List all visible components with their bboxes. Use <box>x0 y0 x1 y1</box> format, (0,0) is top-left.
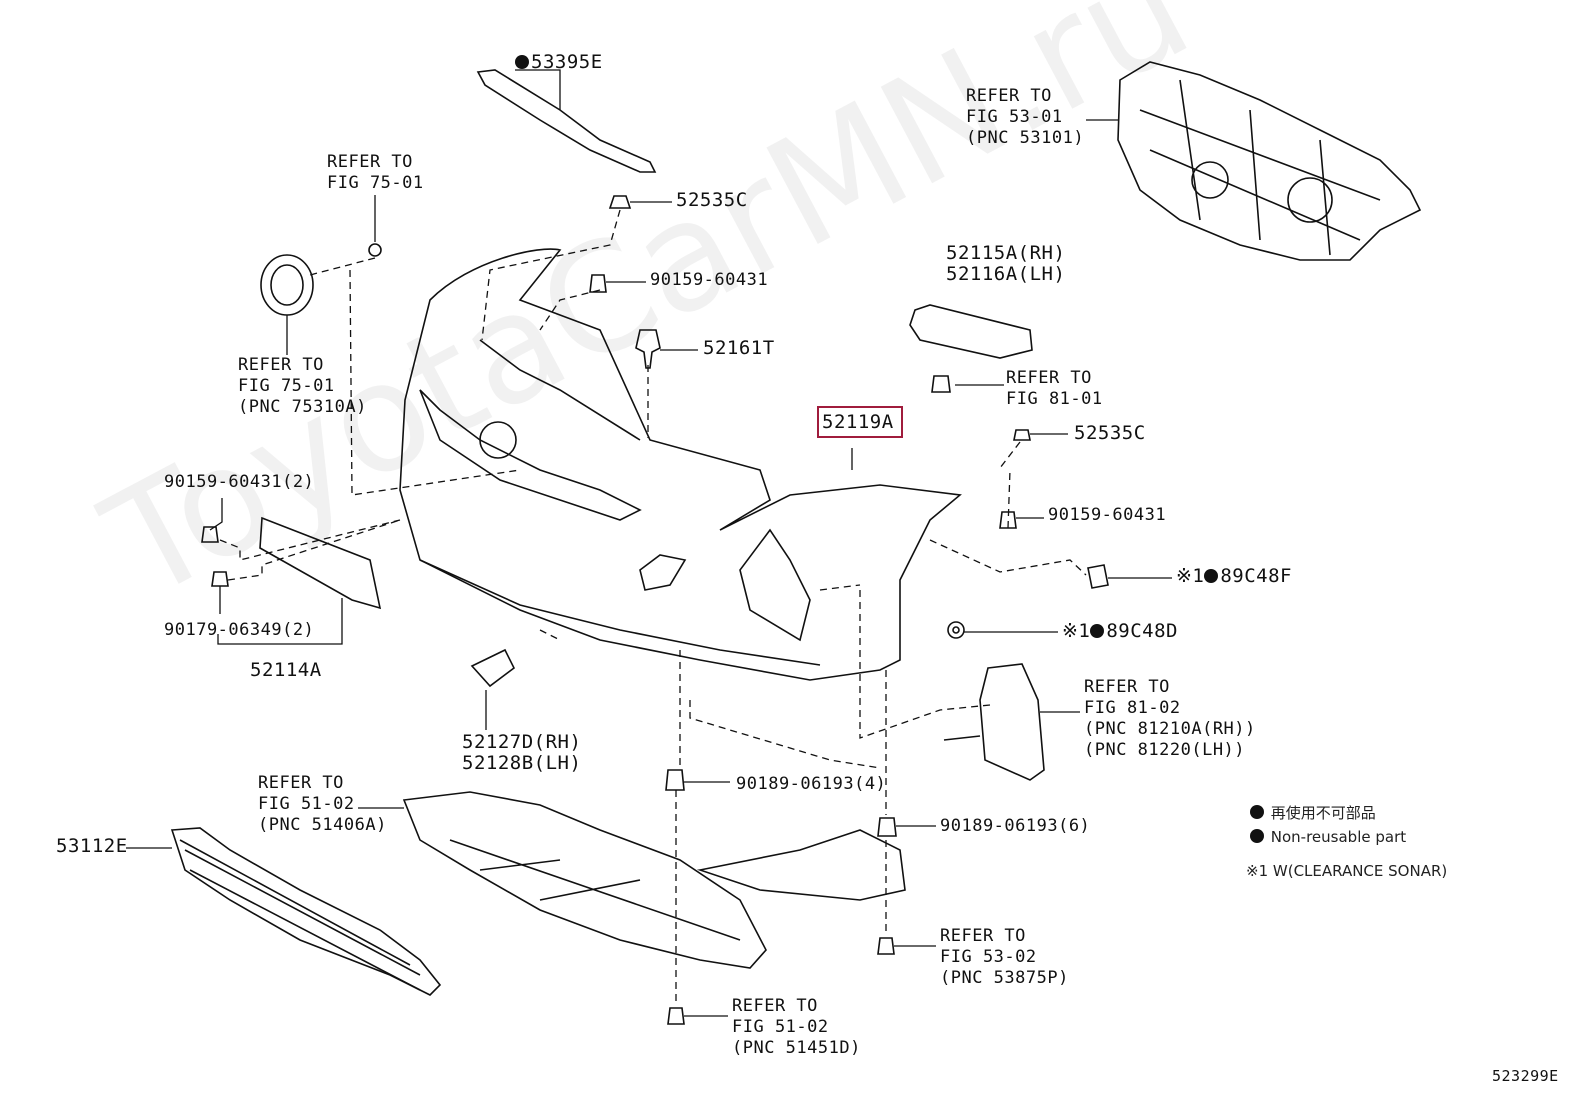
sonar-89C48F <box>1087 564 1109 589</box>
legend-en: Non-reusable part <box>1250 828 1406 846</box>
radiator-support-53101 <box>1117 61 1422 261</box>
label-52114A[interactable]: 52114A <box>250 659 322 681</box>
label-53112E[interactable]: 53112E <box>56 835 128 857</box>
label-52119A[interactable]: 52119A <box>822 411 894 433</box>
sonar-89C48D <box>947 621 965 639</box>
screw-90159-left <box>201 526 219 543</box>
bolt-81-01 <box>931 375 951 393</box>
label-refer-51-02-b[interactable]: REFER TO FIG 51-02 (PNC 51451D) <box>732 996 861 1058</box>
legend-note: ※1 W(CLEARANCE SONAR) <box>1246 862 1448 880</box>
clip-52535C-right <box>1013 429 1031 441</box>
figure-number: 523299E <box>1492 1067 1559 1085</box>
screw-90159-top <box>589 274 607 293</box>
retainer-52115A <box>909 304 1033 359</box>
clip-52161T <box>635 329 661 369</box>
screw-53-02 <box>877 937 895 955</box>
label-53395E[interactable]: 53395E <box>515 52 603 73</box>
clip-52535C-top <box>608 195 632 209</box>
screw-51-02 <box>667 1007 685 1025</box>
seal-strip-53395E <box>476 69 657 173</box>
bumper-grille-opening <box>419 389 642 521</box>
label-refer-81-01[interactable]: REFER TO FIG 81-01 <box>1006 368 1103 409</box>
non-reusable-dot-icon <box>1250 805 1264 819</box>
label-refer-75-01-top[interactable]: REFER TO FIG 75-01 <box>327 152 424 193</box>
bumper-lower-edge <box>419 559 821 666</box>
label-52127D[interactable]: 52127D(RH) 52128B(LH) <box>462 731 582 774</box>
bumper-upper-edge <box>479 339 641 441</box>
label-refer-53-02[interactable]: REFER TO FIG 53-02 (PNC 53875P) <box>940 926 1069 988</box>
fog-cover-hole <box>639 554 687 591</box>
emblem <box>260 254 314 316</box>
label-52535C-right[interactable]: 52535C <box>1074 422 1146 444</box>
label-90179[interactable]: 90179-06349(2) <box>164 620 315 640</box>
under-cover-53875P <box>696 829 906 901</box>
bumper-cover <box>399 248 962 681</box>
label-52535C-top[interactable]: 52535C <box>676 189 748 211</box>
label-90189-6[interactable]: 90189-06193(6) <box>940 816 1091 836</box>
emblem-mount <box>479 421 517 459</box>
label-90159-top[interactable]: 90159-60431 <box>650 270 769 290</box>
label-52161T[interactable]: 52161T <box>703 337 775 359</box>
label-90159-right[interactable]: 90159-60431 <box>1048 505 1167 525</box>
lower-grille-53112E <box>170 827 442 996</box>
screw-90179 <box>211 571 229 587</box>
clip-90189-6 <box>877 817 897 837</box>
fog-lamp <box>979 663 1045 781</box>
clip-90189-4 <box>665 769 685 791</box>
legend-jp: 再使用不可部品 <box>1250 802 1376 823</box>
non-reusable-dot-icon <box>1090 624 1105 638</box>
non-reusable-dot-icon <box>1250 829 1264 843</box>
label-refer-75-01-pnc[interactable]: REFER TO FIG 75-01 (PNC 75310A) <box>238 355 367 417</box>
label-52115A[interactable]: 52115A(RH) 52116A(LH) <box>946 242 1066 285</box>
label-90159-left[interactable]: 90159-60431(2) <box>164 472 315 492</box>
grommet <box>368 243 382 257</box>
plate-bracket-52114A <box>259 516 382 610</box>
label-refer-51-02-a[interactable]: REFER TO FIG 51-02 (PNC 51406A) <box>258 773 387 835</box>
non-reusable-dot-icon <box>1204 569 1219 583</box>
non-reusable-dot-icon <box>515 55 529 69</box>
under-cover-51406A <box>402 791 767 969</box>
highlight-box-52119A <box>817 406 903 438</box>
label-90189-4[interactable]: 90189-06193(4) <box>736 774 887 794</box>
label-refer-53-01[interactable]: REFER TO FIG 53-01 (PNC 53101) <box>966 86 1085 148</box>
screw-90159-right <box>999 511 1017 529</box>
label-refer-81-02[interactable]: REFER TO FIG 81-02 (PNC 81210A(RH)) (PNC… <box>1084 677 1256 760</box>
fog-cover-52127D <box>470 648 516 688</box>
bumper-side-pocket <box>739 528 811 642</box>
